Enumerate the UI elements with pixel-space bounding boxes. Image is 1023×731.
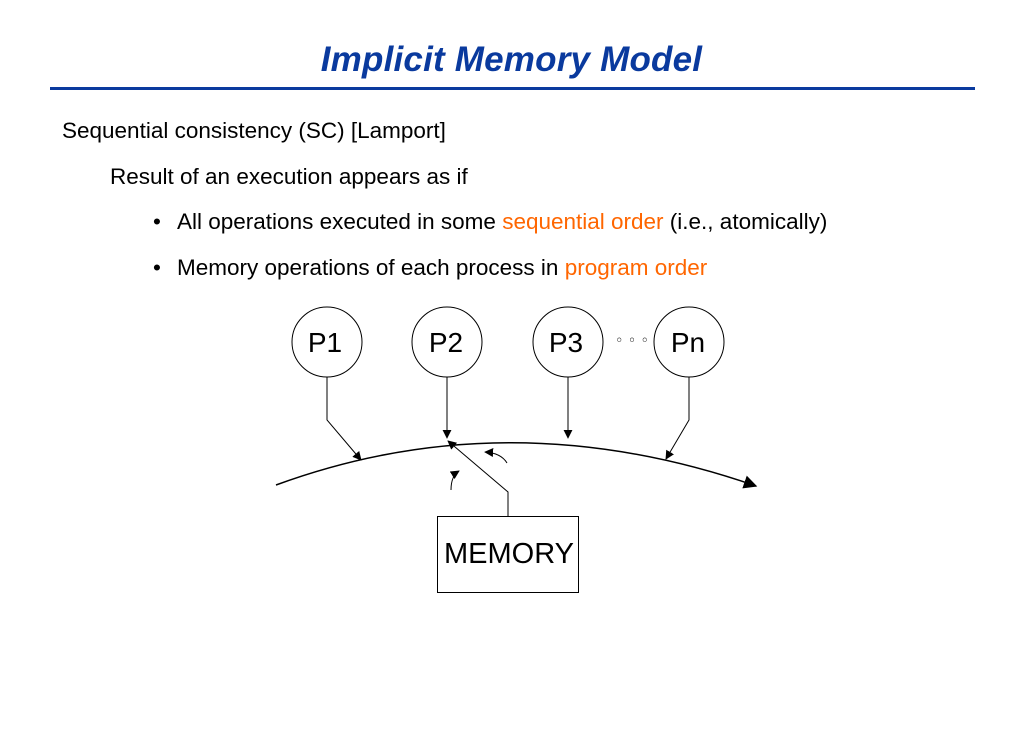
processor-p3-label: P3 [549, 327, 583, 358]
processor-p3: P3 [532, 306, 604, 378]
processor-pn: Pn [653, 306, 725, 378]
processor-pn-label: Pn [671, 327, 705, 358]
memory-switch-arm [447, 440, 509, 516]
p1-arrow [326, 377, 362, 461]
processor-p1: P1 [291, 306, 363, 378]
bullet-2-highlight: program order [564, 255, 708, 280]
ellipsis: ◦ ◦ ◦ [615, 333, 649, 349]
bullet-line-2: • Memory operations of each process in pr… [153, 255, 707, 281]
bullet-line-1: • All operations executed in some sequent… [153, 209, 827, 235]
switch-rotate-arrow-right [484, 448, 508, 464]
processor-p1-label: P1 [308, 327, 342, 358]
sequential-order-curve [275, 442, 758, 489]
bullet-1-text-pre: All operations executed in some [177, 209, 503, 234]
pn-arrow [665, 377, 690, 460]
memory-label: MEMORY [444, 538, 574, 570]
text-line-2: Result of an execution appears as if [110, 164, 468, 189]
processor-p2-label: P2 [429, 327, 463, 358]
title-underline [50, 87, 975, 90]
switch-rotate-arrow-left [449, 470, 460, 491]
slide-title: Implicit Memory Model [320, 40, 703, 79]
processor-p2: P2 [411, 306, 483, 378]
text-line-1: Sequential consistency (SC) [Lamport] [62, 118, 446, 143]
bullet-1-text-post: (i.e., atomically) [663, 209, 828, 234]
bullet-marker: • [153, 255, 161, 280]
bullet-2-text-pre: Memory operations of each process in [177, 255, 565, 280]
memory-box: MEMORY [437, 516, 579, 593]
bullet-marker: • [153, 209, 161, 234]
bullet-1-highlight: sequential order [502, 209, 664, 234]
